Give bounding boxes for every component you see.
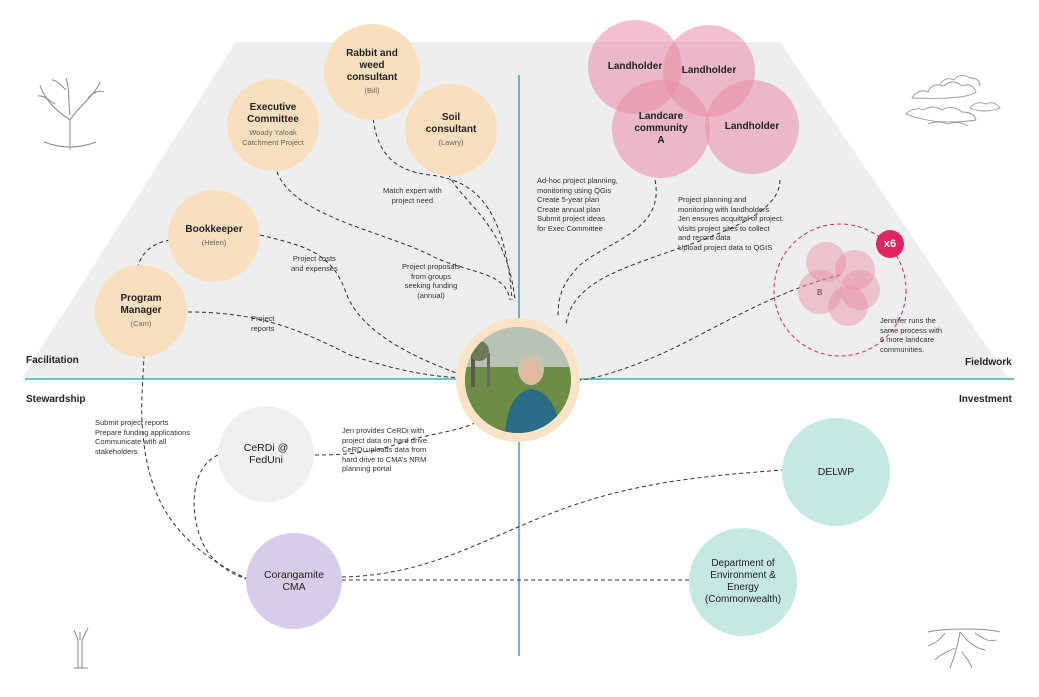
label-project-planning: Project planning and monitoring with lan… [678, 195, 784, 252]
connector-bookkeeper [259, 234, 471, 379]
person-photo [465, 327, 571, 433]
connector-planning [565, 179, 781, 326]
sapling-icon [73, 627, 89, 669]
x6-badge: x6 [876, 230, 904, 258]
connector-pm-reports [187, 311, 471, 379]
doee-label: Department of Environment & Energy (Comm… [704, 558, 782, 605]
label-match-expert: Match expert with project need [383, 186, 442, 205]
label-cerdi-description: Jen provides CeRDi with project data on … [342, 426, 430, 473]
connectors [135, 97, 841, 581]
clouds-icon [905, 75, 1001, 127]
roots-icon [927, 628, 1001, 669]
node-delwp: DELWP [782, 418, 890, 526]
node-cerdi: CeRDi @ FedUni [218, 406, 314, 502]
node-corangamite-cma: Corangamite CMA [246, 533, 342, 629]
label-costs: Project costs and expenses [291, 254, 338, 273]
label-adhoc-planning: Ad-hoc project planning, monitoring usin… [537, 176, 618, 233]
cerdi-label: CeRDi @ FedUni [243, 442, 289, 466]
quadrant-label-facilitation: Facilitation [26, 355, 79, 366]
pm-subtitle: (Cam) [130, 319, 152, 328]
label-submit-reports: Submit project reports Prepare funding a… [95, 418, 191, 456]
pm-title: Program Manager [120, 293, 162, 316]
landcare-ring [773, 223, 907, 357]
quadrant-label-stewardship: Stewardship [26, 394, 86, 405]
label-proposals: Project proposals from groups seeking fu… [402, 262, 460, 300]
connector-pm-cma [135, 239, 251, 581]
exec-title: Executive Committee [247, 102, 299, 125]
connector-landcare [557, 179, 657, 319]
soil-subtitle: (Lawry) [438, 138, 464, 147]
landholder-3-label: Landholder [724, 121, 780, 132]
node-department-environment-energy: Department of Environment & Energy (Comm… [689, 528, 797, 636]
soil-title: Soil consultant [425, 112, 477, 135]
quadrant-label-investment: Investment [959, 394, 1012, 405]
connector-exec [274, 164, 511, 301]
photo-illustration [465, 327, 571, 433]
delwp-label: DELWP [817, 466, 855, 478]
node-program-manager: Program Manager (Cam) [95, 265, 187, 357]
corangamite-label: Corangamite CMA [263, 569, 325, 593]
node-executive-committee: Executive Committee Woady Yaloak Catchme… [227, 79, 319, 171]
connector-cma-delwp [341, 469, 783, 578]
connector-rabbit [371, 97, 513, 301]
node-bookkeeper: Bookkeeper (Helen) [168, 190, 260, 282]
connector-landcare-b [579, 274, 841, 381]
mini-landcare-cluster [798, 242, 880, 326]
landholder-2-label: Landholder [681, 65, 737, 76]
label-reports: Project reports [251, 314, 275, 333]
node-landholder-3: Landholder [705, 80, 799, 174]
landcare-label: Landcare community A [634, 111, 688, 146]
exec-subtitle: Woady Yaloak Catchment Project [242, 128, 304, 147]
rabbit-title: Rabbit and weed consultant [346, 48, 398, 83]
node-soil-consultant: Soil consultant (Lawry) [405, 84, 497, 176]
bookkeeper-title: Bookkeeper [185, 224, 243, 235]
mini-cluster-label: B [817, 288, 823, 297]
bookkeeper-subtitle: (Helen) [201, 238, 227, 247]
quadrant-label-fieldwork: Fieldwork [965, 357, 1012, 368]
rabbit-subtitle: (Bill) [364, 86, 380, 95]
tree-icon-left [37, 77, 105, 150]
landholder-1-label: Landholder [607, 61, 663, 72]
label-jennifer: Jennifer runs the same process with 6 mo… [880, 316, 943, 354]
node-landcare-community-a: Landcare community A [612, 80, 710, 178]
jen-photo-ring [456, 318, 580, 442]
node-rabbit-weed-consultant: Rabbit and weed consultant (Bill) [324, 24, 420, 120]
